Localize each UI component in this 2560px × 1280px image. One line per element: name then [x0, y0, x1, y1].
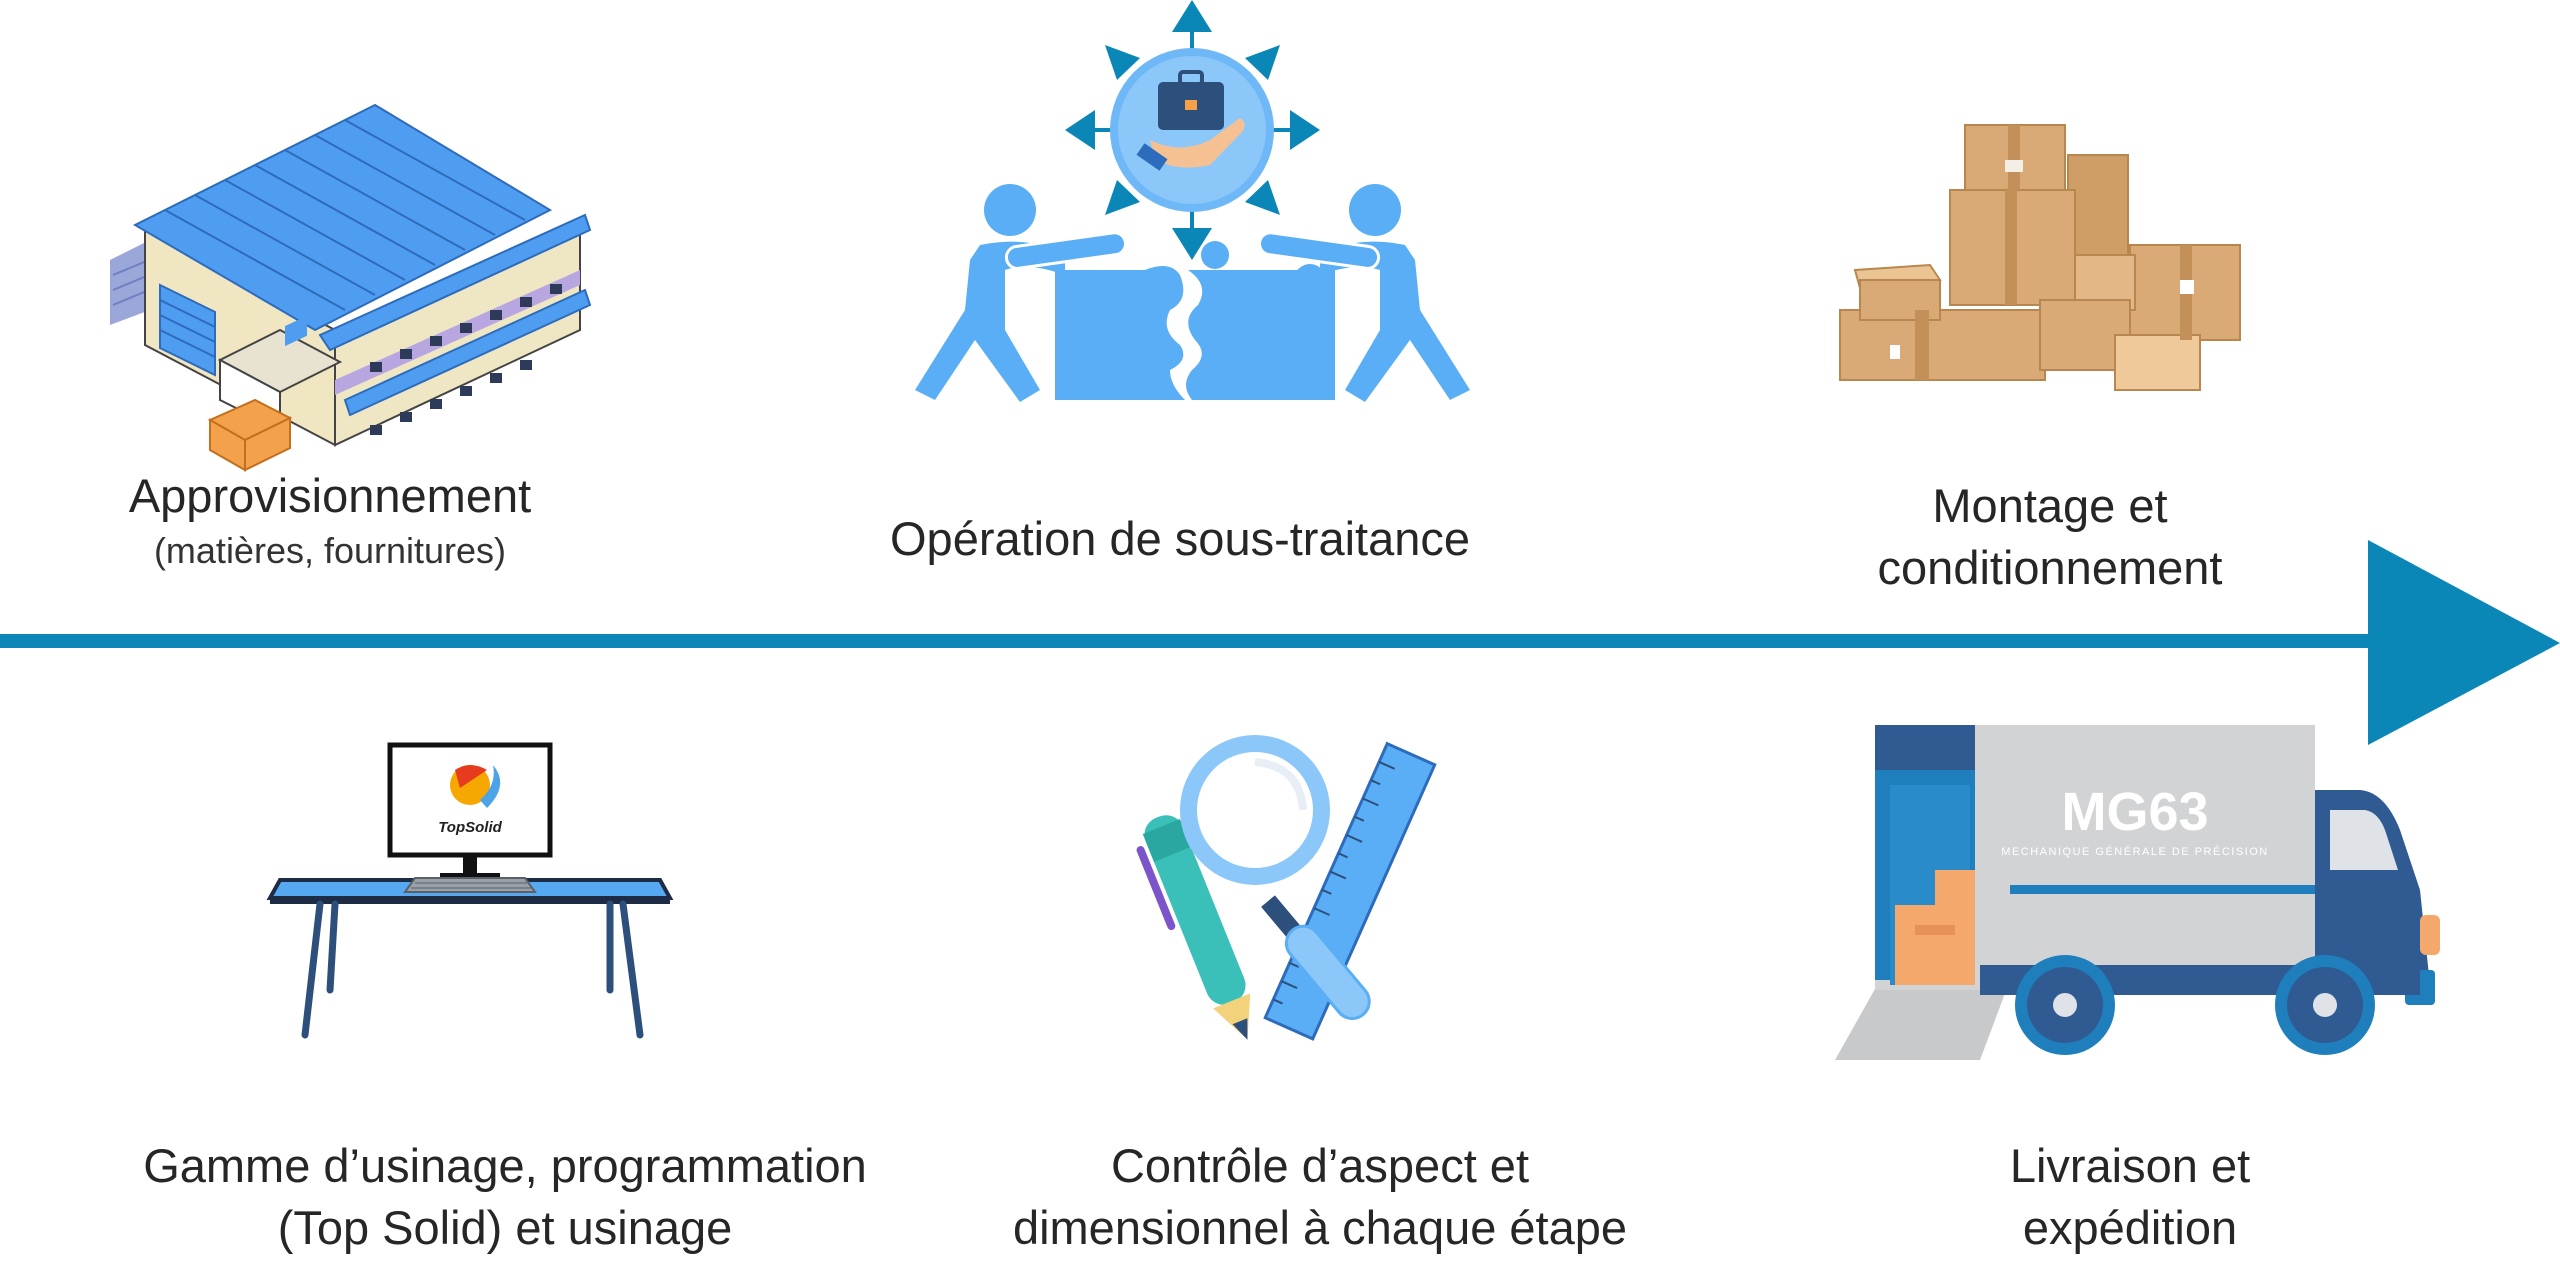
step-line-2: (Top Solid) et usinage: [277, 1201, 733, 1255]
step-line-2: conditionnement: [1877, 541, 2223, 595]
step-line-1: Contrôle d’aspect et: [1110, 1139, 1530, 1192]
step-title: Opération de sous-traitance: [890, 512, 1470, 565]
cardboard-boxes-icon: [1839, 124, 2241, 391]
topsolid-logo-text: TopSolid: [438, 819, 502, 836]
step-approvisionnement-label: Approvisionnement (matières, fournitures…: [60, 465, 600, 575]
step-subtitle: (matières, fournitures): [153, 530, 507, 572]
magnifier-ruler-pen-icon: [1136, 735, 1437, 1041]
step-line-1: Livraison et: [2009, 1139, 2251, 1192]
teamwork-puzzle-icon: [915, 0, 1470, 402]
step-usinage-label: Gamme d’usinage, programmation (Top Soli…: [100, 1135, 910, 1259]
desk-computer-icon: TopSolid: [266, 742, 674, 1039]
step-line-1: Gamme d’usinage, programmation: [143, 1139, 867, 1192]
truck-logo: MG63: [2061, 782, 2208, 842]
warehouse-icon: [110, 103, 592, 472]
timeline-arrow: [0, 540, 2560, 745]
step-title: Approvisionnement: [128, 469, 532, 522]
delivery-truck-icon: MG63 MECHANIQUE GÉNÉRALE DE PRÉCISION: [1835, 725, 2440, 1060]
truck-tagline: MECHANIQUE GÉNÉRALE DE PRÉCISION: [2001, 845, 2268, 858]
step-controle-label: Contrôle d’aspect et dimensionnel à chaq…: [960, 1135, 1680, 1259]
step-livraison-label: Livraison et expédition: [1870, 1135, 2390, 1259]
step-line-1: Montage et: [1932, 479, 2168, 532]
step-montage-label: Montage et conditionnement: [1770, 475, 2330, 599]
step-line-2: expédition: [2022, 1201, 2238, 1255]
step-sous-traitance-label: Opération de sous-traitance: [830, 508, 1530, 570]
step-line-2: dimensionnel à chaque étape: [1012, 1201, 1628, 1255]
